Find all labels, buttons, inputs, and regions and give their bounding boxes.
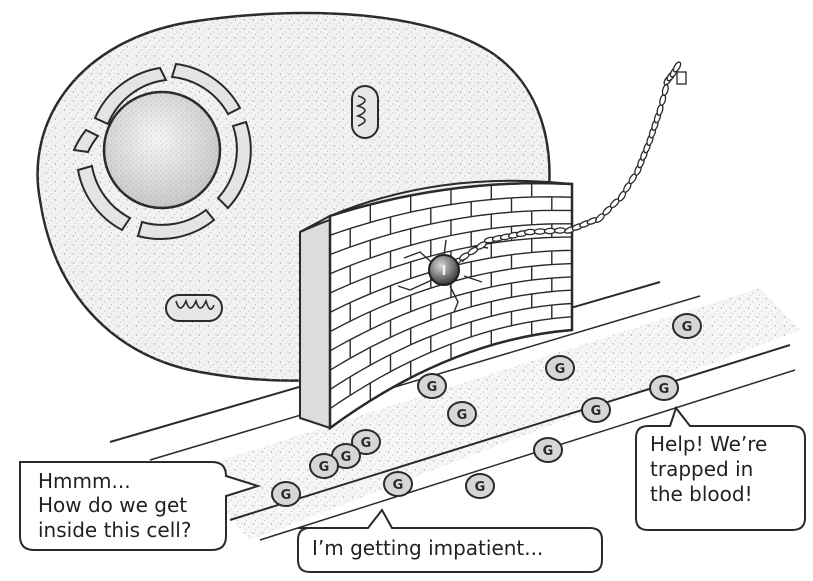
glucose-label: G [319, 460, 330, 475]
glucose-body [309, 453, 339, 479]
glucose-body [447, 401, 477, 427]
glucose-body [271, 481, 301, 507]
glucose-label: G [341, 450, 352, 465]
chain-end [676, 71, 687, 85]
chain-link [553, 227, 567, 234]
insulin-molecule: I [428, 254, 460, 286]
glucose-label: G [427, 380, 438, 395]
chain-link [661, 83, 669, 97]
mitochondrion-bottom [165, 294, 223, 322]
glucose-molecule: G [533, 437, 563, 463]
speech-bubble-right-text: Help! We’re trapped in the blood! [650, 432, 768, 506]
glucose-molecule: G [581, 397, 611, 423]
glucose-body [351, 429, 381, 455]
glucose-body [545, 355, 575, 381]
glucose-molecule: G [545, 355, 575, 381]
glucose-body [649, 375, 679, 401]
glucose-molecule: G [331, 443, 361, 469]
glucose-molecule: G [465, 473, 495, 499]
glucose-molecule: G [672, 313, 702, 339]
glucose-molecule: G [309, 453, 339, 479]
glucose-label: G [457, 408, 468, 423]
brick-wall [299, 179, 574, 431]
glucose-label: G [393, 478, 404, 493]
glucose-molecule: G [271, 481, 301, 507]
glucose-molecule: G [383, 471, 413, 497]
glucose-label: G [659, 382, 670, 397]
bricks [329, 183, 573, 410]
glucose-label: G [475, 480, 486, 495]
glucose-body [383, 471, 413, 497]
insulin-label: I [442, 264, 447, 279]
glucose-label: G [555, 362, 566, 377]
speech-bubble-middle-text: I’m getting impatient... [312, 536, 544, 560]
glucose-molecule: G [417, 373, 447, 399]
blood-vessel [109, 281, 800, 541]
glucose-body [417, 373, 447, 399]
glucose-label: G [361, 436, 372, 451]
speech-bubble-left-text: Hmmm... How do we get inside this cell? [38, 469, 192, 542]
nucleus-organelle [72, 62, 252, 241]
glucose-molecule: G [447, 401, 477, 427]
speech-bubble-right [635, 405, 806, 531]
chain-link [672, 61, 682, 73]
glucose-molecule: G [351, 429, 381, 455]
glucose-label: G [682, 320, 693, 335]
glucose-body [581, 397, 611, 423]
mitochondrion-top [351, 85, 379, 139]
glucose-label: G [281, 488, 292, 503]
glucose-body [533, 437, 563, 463]
glucose-body [672, 313, 702, 339]
glucose-label: G [543, 444, 554, 459]
glucose-molecule: G [649, 375, 679, 401]
speech-bubble-left [19, 461, 262, 551]
glucose-body [465, 473, 495, 499]
speech-bubble-middle [297, 508, 603, 573]
glucose-label: G [591, 404, 602, 419]
